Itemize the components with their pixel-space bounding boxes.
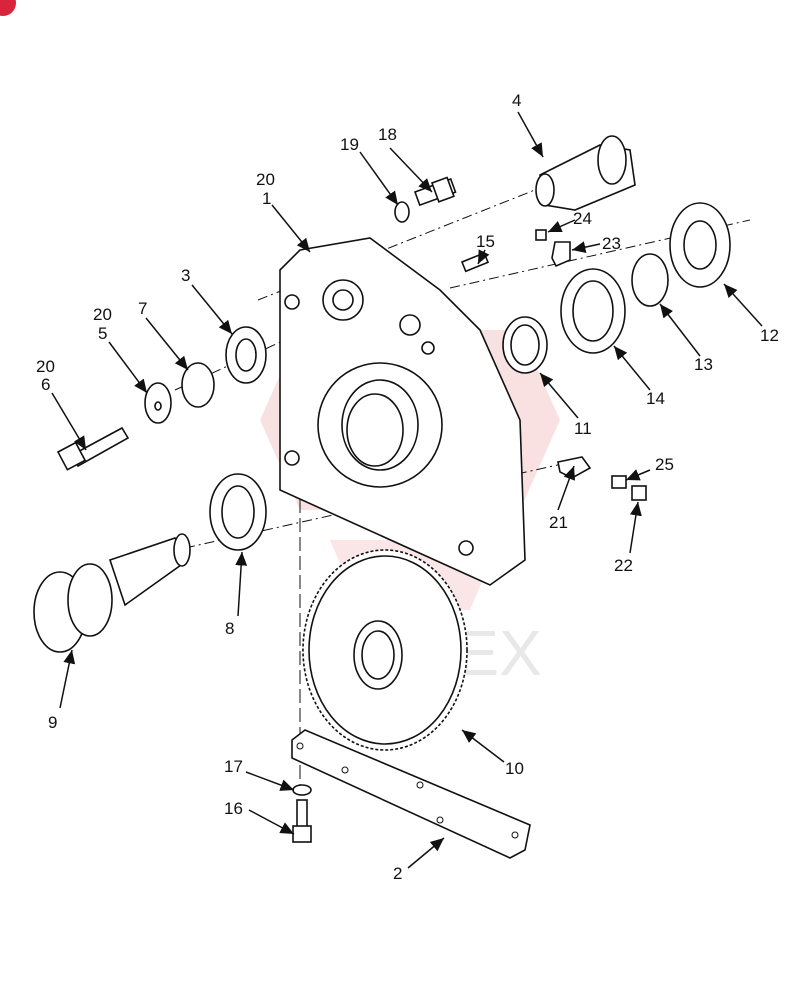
fitting-22 [631,485,647,501]
callout-12: 12 [760,326,779,345]
callout-1: 1 [262,189,271,208]
elbow-23 [551,241,571,268]
ring-gear-10 [302,549,468,751]
bracket-2 [291,729,531,859]
callout-14: 14 [646,389,665,408]
bearing-3 [225,326,267,384]
pinion-shaft-9 [33,533,191,653]
callout-19: 19 [340,135,359,154]
callout-10: 10 [505,759,524,778]
callout-20-top: 20 [256,170,275,189]
callout-22: 22 [614,556,633,575]
bearing-8 [209,473,267,551]
housing [279,237,526,586]
snap-ring-13 [631,253,669,307]
washer-17 [292,784,312,796]
callout-25: 25 [655,455,674,474]
plug-24 [535,229,547,241]
callout-3: 3 [181,266,190,285]
callout-4: 4 [512,91,521,110]
callout-20-low: 20 [36,357,55,376]
callout-8: 8 [225,619,234,638]
callout-6: 6 [41,375,50,394]
pin-15 [460,251,490,273]
bearing-14 [560,268,626,354]
leader-lines [51,111,763,869]
callout-13: 13 [694,355,713,374]
callout-18: 18 [378,125,397,144]
bolt-18 [413,176,457,207]
callout-21: 21 [549,513,568,532]
fitting-25 [611,475,627,489]
bolt-16 [292,799,312,843]
shim-12 [669,202,731,288]
callout-16: 16 [224,799,243,818]
callout-24: 24 [573,209,592,228]
callout-labels: 4 18 19 20 1 3 7 20 5 20 6 15 24 23 12 1… [36,91,779,883]
callout-20-mid: 20 [93,305,112,324]
callout-11: 11 [574,419,592,438]
callout-2: 2 [393,864,402,883]
callout-7: 7 [138,299,147,318]
washer-19 [394,201,410,223]
bolt-6 [56,426,130,471]
bearing-cup-11 [502,316,548,374]
callout-17: 17 [224,757,243,776]
callout-5: 5 [98,324,107,343]
spline-shaft [535,135,636,211]
callout-9: 9 [48,713,57,732]
snap-ring-7 [181,362,215,408]
callout-15: 15 [476,232,495,251]
callout-23: 23 [602,234,621,253]
notification-badge[interactable] [0,0,16,16]
washer-5 [144,382,172,424]
